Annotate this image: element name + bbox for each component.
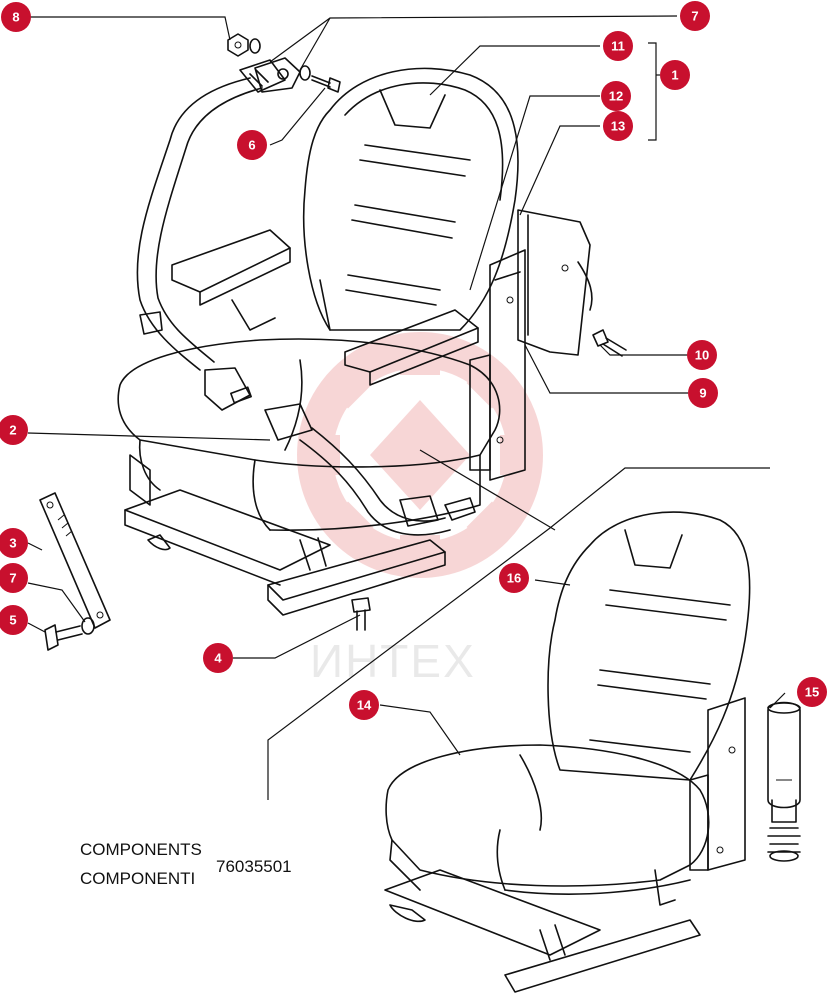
caption-block: COMPONENTS COMPONENTI 76035501	[80, 840, 292, 888]
damper-part	[767, 701, 801, 862]
svg-text:4: 4	[214, 651, 222, 666]
nut-icon	[227, 33, 249, 57]
callout-15: 15	[797, 677, 827, 707]
watermark-gear-logo	[297, 332, 543, 578]
callout-16: 16	[499, 563, 529, 593]
svg-text:9: 9	[699, 386, 706, 401]
callout-11: 11	[603, 31, 633, 61]
callout-2: 2	[0, 415, 28, 445]
svg-text:10: 10	[695, 348, 709, 363]
callout-12: 12	[601, 81, 631, 111]
svg-text:11: 11	[611, 39, 625, 54]
leader-lines	[27, 15, 786, 800]
anchor-strap	[39, 492, 111, 651]
svg-text:13: 13	[611, 119, 625, 134]
caption-line-2: COMPONENTI	[80, 869, 195, 888]
callout-4: 4	[203, 643, 233, 673]
svg-text:15: 15	[805, 685, 819, 700]
callout-3: 3	[0, 528, 28, 558]
callout-7-left: 7	[0, 563, 28, 593]
top-fasteners	[227, 33, 341, 93]
svg-text:1: 1	[671, 68, 678, 83]
washer-icon	[81, 617, 95, 635]
washer-icon	[299, 65, 311, 81]
caption-line-1: COMPONENTS	[80, 840, 202, 859]
svg-text:3: 3	[9, 536, 16, 551]
svg-text:14: 14	[357, 698, 372, 713]
svg-text:8: 8	[12, 10, 19, 25]
watermark: ИНТЕХ	[297, 332, 543, 687]
callout-7-top: 7	[680, 1, 710, 31]
seat-belt-assembly	[136, 57, 476, 536]
svg-text:2: 2	[9, 423, 16, 438]
part-number: 76035501	[216, 857, 292, 876]
main-seat	[117, 67, 593, 616]
svg-text:12: 12	[609, 89, 623, 104]
callout-5: 5	[0, 605, 28, 635]
svg-text:5: 5	[9, 613, 16, 628]
bolt-10	[592, 329, 627, 357]
bolt-4	[351, 597, 371, 631]
callout-1: 1	[660, 60, 690, 90]
bolt-icon	[327, 77, 341, 93]
callout-8: 8	[1, 2, 31, 32]
watermark-text: ИНТЕХ	[310, 635, 476, 687]
svg-text:7: 7	[9, 571, 16, 586]
callout-10: 10	[687, 340, 717, 370]
svg-text:16: 16	[507, 571, 521, 586]
bolt-head-icon	[44, 624, 59, 651]
callout-14: 14	[349, 690, 379, 720]
second-seat	[384, 511, 751, 993]
washer-icon	[249, 38, 261, 54]
callout-13: 13	[603, 111, 633, 141]
svg-text:6: 6	[248, 138, 255, 153]
callout-6: 6	[237, 130, 267, 160]
callout-9: 9	[688, 378, 718, 408]
svg-text:7: 7	[691, 9, 698, 24]
